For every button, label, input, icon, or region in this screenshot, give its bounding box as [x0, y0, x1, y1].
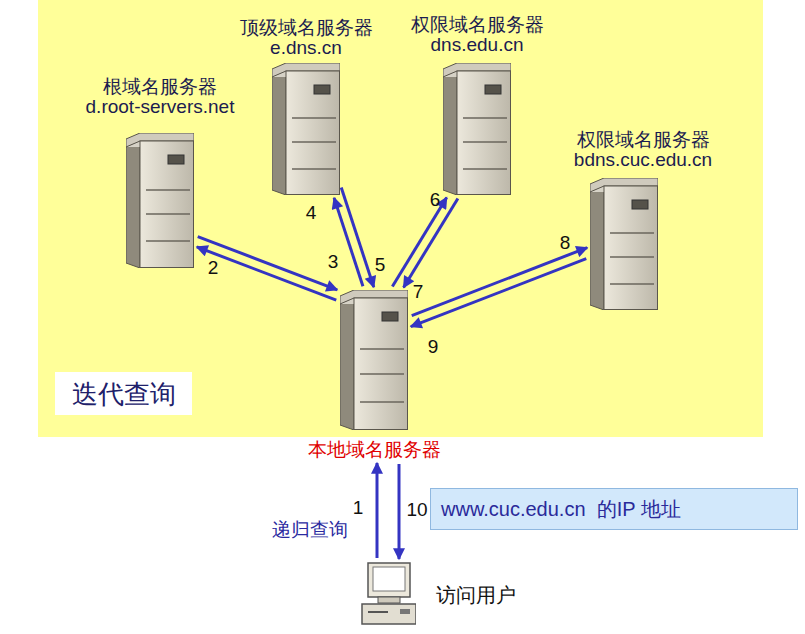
computer-body [360, 562, 416, 628]
query-arrow [197, 247, 336, 300]
server-node: 权限域名服务器dns.edu.cn [411, 15, 544, 195]
query-arrow [376, 463, 379, 558]
step-number: 1 [353, 498, 364, 518]
node-heading: 根域名服务器 [103, 77, 217, 97]
server-illustration [272, 63, 340, 195]
server-illustration [590, 178, 658, 310]
query-arrow [398, 464, 401, 559]
node-heading: 本地域名服务器 [308, 440, 441, 460]
computer-icon [360, 562, 416, 628]
query-arrow [404, 198, 458, 287]
server-body [126, 133, 194, 268]
user-node: 访问用户 [360, 562, 516, 628]
server-body [272, 63, 340, 195]
text-box: 迭代查询 [55, 372, 192, 415]
server-illustration [340, 290, 408, 430]
node-heading: www.cuc.edu.cn 的IP 地址 [441, 499, 681, 519]
server-node: 顶级域名服务器e.dns.cn [240, 18, 373, 195]
query-arrow [392, 198, 446, 287]
query-arrow [341, 188, 374, 288]
server-body [443, 63, 511, 195]
step-number: 4 [306, 203, 317, 223]
server-body [340, 290, 408, 430]
server-node: 权限域名服务器bdns.cuc.edu.cn [574, 130, 712, 310]
step-number: 9 [428, 337, 439, 357]
step-number: 2 [208, 258, 219, 278]
query-arrow [198, 237, 337, 290]
query-arrow [412, 248, 587, 316]
step-number: 6 [430, 190, 441, 210]
node-name: dns.edu.cn [431, 35, 524, 55]
step-number: 10 [406, 500, 427, 520]
step-number: 3 [328, 252, 339, 272]
server-illustration [443, 63, 511, 195]
node-heading: 权限域名服务器 [577, 130, 710, 150]
iteration-region [38, 0, 763, 437]
node-heading: 权限域名服务器 [411, 15, 544, 35]
node-name: bdns.cuc.edu.cn [574, 150, 712, 170]
node-heading: 迭代查询 [72, 379, 176, 409]
server-illustration [126, 133, 194, 268]
node-heading: 顶级域名服务器 [240, 18, 373, 38]
server-body [590, 178, 658, 310]
node-name: d.root-servers.net [86, 97, 235, 117]
step-number: 7 [413, 282, 424, 302]
step-number: 5 [375, 255, 386, 275]
query-arrow [411, 259, 586, 327]
text-box: www.cuc.edu.cn 的IP 地址 [430, 488, 798, 530]
query-kind-label: 递归查询 [272, 520, 348, 540]
server-node: 根域名服务器d.root-servers.net [86, 77, 235, 268]
node-heading: 访问用户 [436, 585, 516, 605]
server-node: 本地域名服务器 [308, 290, 441, 460]
node-name: e.dns.cn [270, 38, 342, 58]
step-number: 8 [560, 233, 571, 253]
